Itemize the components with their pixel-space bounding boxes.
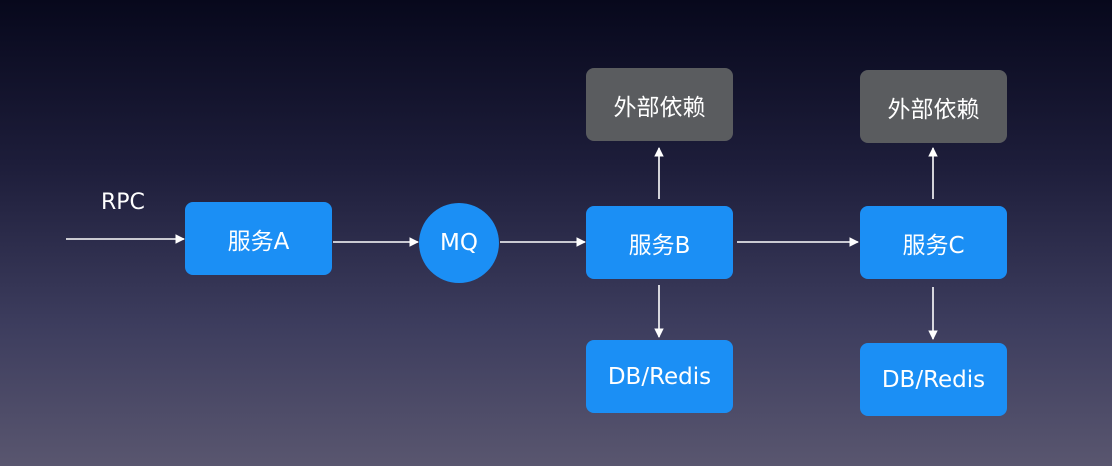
rpc-label: RPC (101, 190, 145, 215)
external-dependency-b-label: 外部依赖 (613, 94, 706, 121)
service-a-node: 服务A (185, 202, 332, 275)
external-dependency-b-node: 外部依赖 (586, 68, 733, 141)
external-dependency-c-node: 外部依赖 (860, 70, 1007, 143)
storage-c-node: DB/Redis (860, 343, 1007, 416)
external-dependency-c-label: 外部依赖 (887, 96, 980, 123)
storage-c-label: DB/Redis (881, 366, 986, 393)
service-a-label: 服务A (227, 228, 290, 255)
mq-node: MQ (419, 203, 499, 283)
service-c-node: 服务C (860, 206, 1007, 279)
mq-label: MQ (440, 230, 478, 256)
storage-b-node: DB/Redis (586, 340, 733, 413)
service-b-label: 服务B (628, 232, 691, 259)
service-c-label: 服务C (902, 232, 965, 259)
storage-b-label: DB/Redis (607, 363, 712, 390)
service-b-node: 服务B (586, 206, 733, 279)
